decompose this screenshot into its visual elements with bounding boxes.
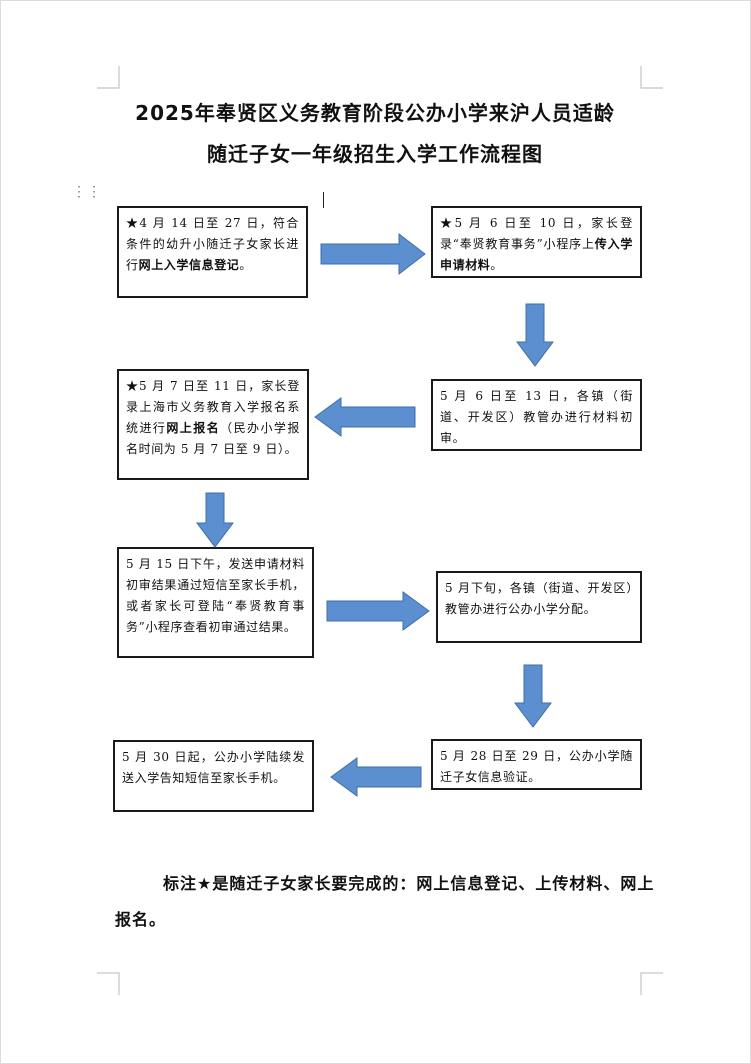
crop-mark-bottom-right — [640, 972, 663, 995]
arrow-down-1 — [516, 303, 554, 367]
step-2-tail: 。 — [490, 258, 504, 272]
drag-handle-icon[interactable]: ⋮⋮ — [72, 184, 102, 200]
arrow-left-1 — [314, 397, 416, 437]
step-5-text: 5 月 15 日下午，发送申请材料初审结果通过短信至家长手机，或者家长可登陆“奉… — [126, 557, 305, 634]
arrow-right-2 — [326, 591, 430, 631]
page-title-line-2: 随迁子女一年级招生入学工作流程图 — [207, 142, 543, 166]
step-1-bold: 网上入学信息登记 — [138, 258, 240, 272]
step-1-tail: 。 — [239, 258, 253, 272]
crop-mark-top-right — [640, 66, 663, 89]
step-4-bold: 网上报名 — [166, 421, 221, 435]
step-box-4: ★5 月 7 日至 11 日，家长登录上海市义务教育入学报名系统进行网上报名（民… — [117, 369, 309, 480]
text-cursor — [323, 192, 324, 208]
step-2-bold: 传入学申请材料 — [440, 237, 633, 272]
step-2-text: ★5 月 6 日至 10 日，家长登录“奉贤教育事务”小程序上 — [440, 216, 633, 251]
step-box-7: 5 月 28 日至 29 日，公办小学随迁子女信息验证。 — [431, 739, 642, 790]
step-4-tail: （民办小学报名时间为 5 月 7 日至 9 日）。 — [126, 421, 300, 456]
crop-mark-bottom-left — [97, 972, 120, 995]
step-3-text: 5 月 6 日至 13 日，各镇（街道、开发区）教管办进行材料初审。 — [440, 389, 633, 445]
step-1-text: ★4 月 14 日至 27 日，符合条件的幼升小随迁子女家长进行 — [126, 216, 299, 272]
arrow-left-2 — [330, 757, 422, 797]
step-7-text: 5 月 28 日至 29 日，公办小学随迁子女信息验证。 — [440, 749, 633, 784]
arrow-down-3 — [514, 664, 552, 728]
step-8-text: 5 月 30 日起，公办小学陆续发送入学告知短信至家长手机。 — [122, 750, 305, 785]
legend-note: 标注★是随迁子女家长要完成的：网上信息登记、上传材料、网上报名。 — [115, 874, 655, 929]
step-box-8: 5 月 30 日起，公办小学陆续发送入学告知短信至家长手机。 — [113, 740, 314, 812]
arrow-right-1 — [320, 232, 426, 276]
page-title-line-1: 2025年奉贤区义务教育阶段公办小学来沪人员适龄 — [135, 101, 615, 125]
step-box-5: 5 月 15 日下午，发送申请材料初审结果通过短信至家长手机，或者家长可登陆“奉… — [117, 547, 314, 658]
crop-mark-top-left — [97, 66, 120, 89]
arrow-down-2 — [196, 492, 234, 548]
step-box-2: ★5 月 6 日至 10 日，家长登录“奉贤教育事务”小程序上传入学申请材料。 — [431, 206, 642, 278]
step-box-6: 5 月下旬，各镇（街道、开发区）教管办进行公办小学分配。 — [436, 571, 642, 643]
step-4-text: ★5 月 7 日至 11 日，家长登录上海市义务教育入学报名系统进行 — [126, 379, 300, 435]
step-box-3: 5 月 6 日至 13 日，各镇（街道、开发区）教管办进行材料初审。 — [431, 379, 642, 451]
step-box-1: ★4 月 14 日至 27 日，符合条件的幼升小随迁子女家长进行网上入学信息登记… — [117, 206, 308, 298]
step-6-text: 5 月下旬，各镇（街道、开发区）教管办进行公办小学分配。 — [445, 581, 633, 616]
